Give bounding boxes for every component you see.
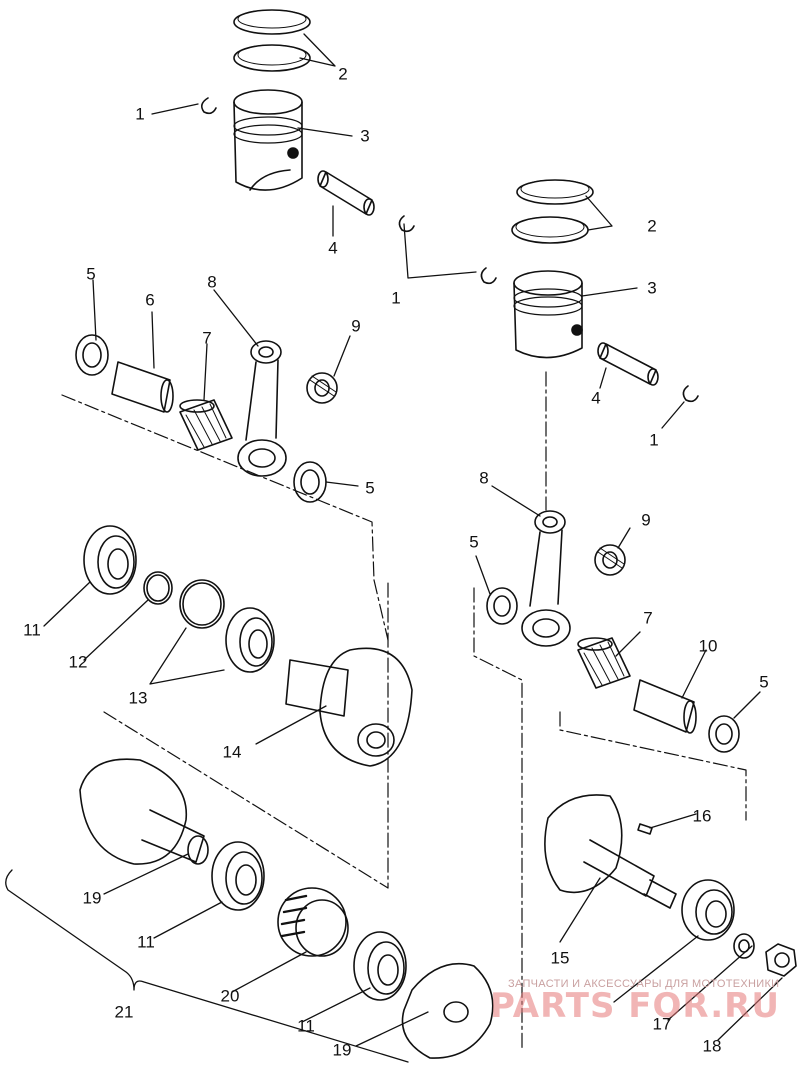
circlip-right-bottom — [682, 385, 699, 403]
small-end-bearing-left — [306, 372, 338, 404]
callout-11-left: 11 — [23, 620, 41, 640]
spacer-sleeve-right — [633, 679, 697, 734]
callout-5-right: 5 — [469, 532, 479, 552]
callout-8-left: 8 — [207, 272, 217, 292]
thrust-washer-right-left — [486, 587, 518, 625]
callout-11-bottom: 11 — [297, 1016, 315, 1036]
callout-9-left: 9 — [351, 316, 361, 336]
callout-4-upper: 4 — [328, 238, 338, 258]
callout-7-left: 7 — [202, 328, 212, 348]
connecting-rod-left — [237, 340, 287, 477]
callout-2-upper: 2 — [338, 64, 348, 84]
callout-17: 17 — [652, 1014, 672, 1034]
callout-12: 12 — [68, 652, 88, 672]
piston-right — [513, 270, 583, 359]
callout-9-right: 9 — [641, 510, 651, 530]
assembly-guide-lines — [61, 371, 747, 1051]
nut-right — [765, 943, 797, 977]
callout-1-right: 1 — [649, 430, 659, 450]
small-end-bearing-right — [594, 544, 626, 576]
callout-11-lower: 11 — [137, 932, 155, 952]
connecting-rod-right — [521, 510, 571, 647]
main-bearing-left — [83, 525, 137, 595]
leader-lines — [43, 33, 783, 1047]
woodruff-key — [637, 823, 653, 835]
callout-19-bottom: 19 — [332, 1040, 352, 1060]
callout-14: 14 — [222, 742, 242, 762]
snap-ring-left — [143, 571, 173, 605]
wrist-pin-right — [597, 342, 659, 386]
flywheel-web-left — [79, 758, 209, 865]
main-bearing-lower-a — [211, 841, 265, 911]
callout-5-far-right: 5 — [759, 672, 769, 692]
needle-bearing-left — [179, 399, 233, 451]
seal-ring-left-top — [75, 334, 109, 376]
thrust-washer-right-end — [708, 715, 740, 753]
main-bearing-mid — [225, 607, 275, 673]
callout-8-right: 8 — [479, 468, 489, 488]
crankshaft-half-left — [285, 647, 413, 767]
crank-web-lower — [401, 962, 494, 1059]
crankshaft-half-right — [544, 794, 677, 909]
callout-5-left: 5 — [86, 264, 96, 284]
callout-10: 10 — [698, 636, 718, 656]
callout-18: 18 — [702, 1036, 722, 1056]
labyrinth-seal — [277, 887, 349, 957]
spacer-sleeve — [111, 361, 174, 413]
callout-1-mid: 1 — [391, 288, 401, 308]
callout-3-right: 3 — [647, 278, 657, 298]
callout-21: 21 — [114, 1002, 134, 1022]
callout-6: 6 — [145, 290, 155, 310]
main-bearing-right — [681, 879, 735, 941]
main-bearing-lower-b — [353, 931, 407, 1001]
piston-upper — [233, 89, 303, 191]
callout-15: 15 — [550, 948, 570, 968]
piston-rings-right — [511, 179, 594, 244]
circlip-right-top — [480, 267, 497, 285]
callout-5-mid: 5 — [365, 478, 375, 498]
needle-bearing-right — [577, 637, 631, 689]
assembly-bracket-21 — [5, 869, 409, 1063]
callout-16: 16 — [692, 806, 712, 826]
callout-2-right: 2 — [647, 216, 657, 236]
callout-3-upper: 3 — [360, 126, 370, 146]
callout-20: 20 — [220, 986, 240, 1006]
callout-1-upper: 1 — [135, 104, 145, 124]
circlip-upper-right — [398, 215, 415, 233]
wrist-pin-upper — [317, 170, 375, 216]
piston-rings-upper — [233, 9, 311, 72]
callout-13: 13 — [128, 688, 148, 708]
circlip-upper-left — [200, 97, 217, 115]
callout-7-right: 7 — [643, 608, 653, 628]
locating-rings — [179, 579, 225, 629]
callout-4-right: 4 — [591, 388, 601, 408]
washer-right — [733, 933, 755, 959]
callout-19-left: 19 — [82, 888, 102, 908]
